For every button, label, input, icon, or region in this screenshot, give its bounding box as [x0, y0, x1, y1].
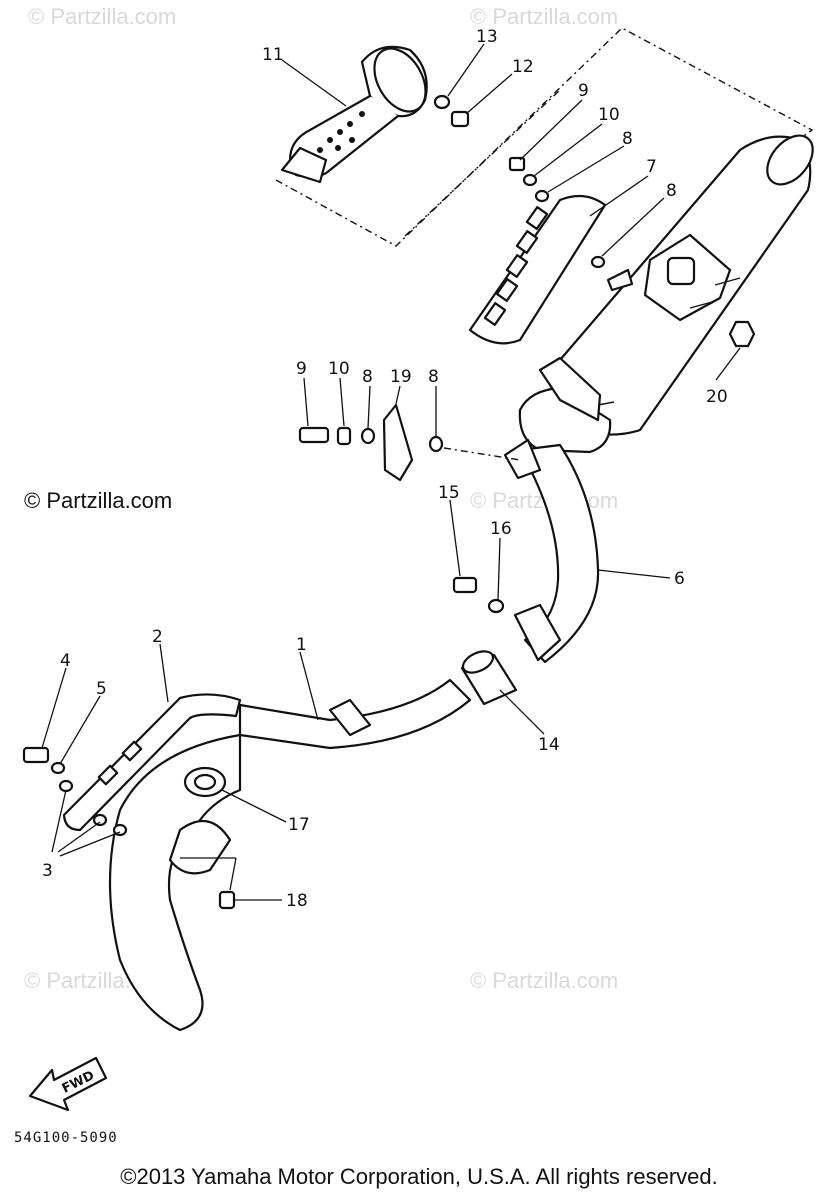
callout-16: 16: [490, 519, 512, 539]
bolt-12[interactable]: [450, 110, 470, 128]
washer-10-upper[interactable]: [522, 173, 538, 187]
nut-20[interactable]: [728, 320, 756, 348]
group-outline: [275, 27, 814, 247]
bolt-9-lower[interactable]: [298, 426, 330, 444]
callout-1: 1: [296, 635, 307, 655]
bolt-9-upper[interactable]: [508, 156, 526, 172]
callout-8d: 8: [428, 367, 439, 387]
washer-13[interactable]: [433, 94, 451, 110]
callout-13: 13: [476, 27, 498, 47]
exhaust-pipe-2[interactable]: [503, 438, 600, 664]
washer-16[interactable]: [487, 598, 505, 614]
copyright-notice: ©2013 Yamaha Motor Corporation, U.S.A. A…: [120, 1164, 718, 1189]
diagram-code: 54G100-5090: [14, 1130, 118, 1146]
watermark-mid-left: © Partzilla.com: [24, 488, 173, 513]
grommet-8-upper[interactable]: [534, 189, 550, 203]
callout-4: 4: [60, 651, 71, 671]
watermark-top-left: © Partzilla.com: [28, 4, 177, 29]
callout-7: 7: [646, 157, 657, 177]
callout-6: 6: [674, 569, 685, 589]
watermark-bottom-center: © Partzilla.com: [470, 968, 619, 993]
callout-2: 2: [152, 627, 163, 647]
washer-5[interactable]: [50, 761, 66, 775]
callout-11: 11: [262, 45, 284, 65]
callout-20: 20: [706, 387, 728, 407]
callout-8a: 8: [622, 129, 633, 149]
bolt-15[interactable]: [452, 576, 478, 594]
exhaust-pipe-protector[interactable]: [62, 693, 242, 832]
callout-15: 15: [438, 483, 460, 503]
grommet-8-left[interactable]: [360, 427, 376, 445]
collar-10-lower[interactable]: [336, 426, 352, 446]
watermark-top-center: © Partzilla.com: [470, 4, 619, 29]
exhaust-gasket-sleeve[interactable]: [460, 647, 518, 706]
grommet-3a[interactable]: [58, 779, 74, 793]
bolt-18[interactable]: [218, 890, 236, 910]
forward-arrow-icon: FWD: [28, 1056, 108, 1112]
callout-19: 19: [390, 367, 412, 387]
bracket-19[interactable]: [382, 403, 414, 482]
muffler[interactable]: [518, 127, 822, 454]
muffler-protector[interactable]: [468, 194, 607, 345]
callout-10b: 10: [328, 359, 350, 379]
callout-12: 12: [512, 57, 534, 77]
callout-5: 5: [96, 679, 107, 699]
callout-14: 14: [538, 735, 560, 755]
spark-arrester[interactable]: [280, 40, 436, 184]
callout-8c: 8: [362, 367, 373, 387]
callout-9b: 9: [296, 359, 307, 379]
callout-3: 3: [42, 861, 53, 881]
grommet-3b[interactable]: [92, 813, 108, 827]
bolt-4[interactable]: [22, 746, 50, 764]
grommet-8-right[interactable]: [590, 255, 606, 269]
leader-lines: [41, 43, 741, 901]
grommet-8-mid[interactable]: [428, 435, 444, 453]
callout-8b: 8: [666, 181, 677, 201]
callout-10a: 10: [598, 105, 620, 125]
callout-9a: 9: [578, 81, 589, 101]
exhaust-gasket[interactable]: [183, 766, 227, 798]
callout-18: 18: [286, 891, 308, 911]
group-outline-inner: [404, 89, 561, 237]
callout-17: 17: [288, 815, 310, 835]
